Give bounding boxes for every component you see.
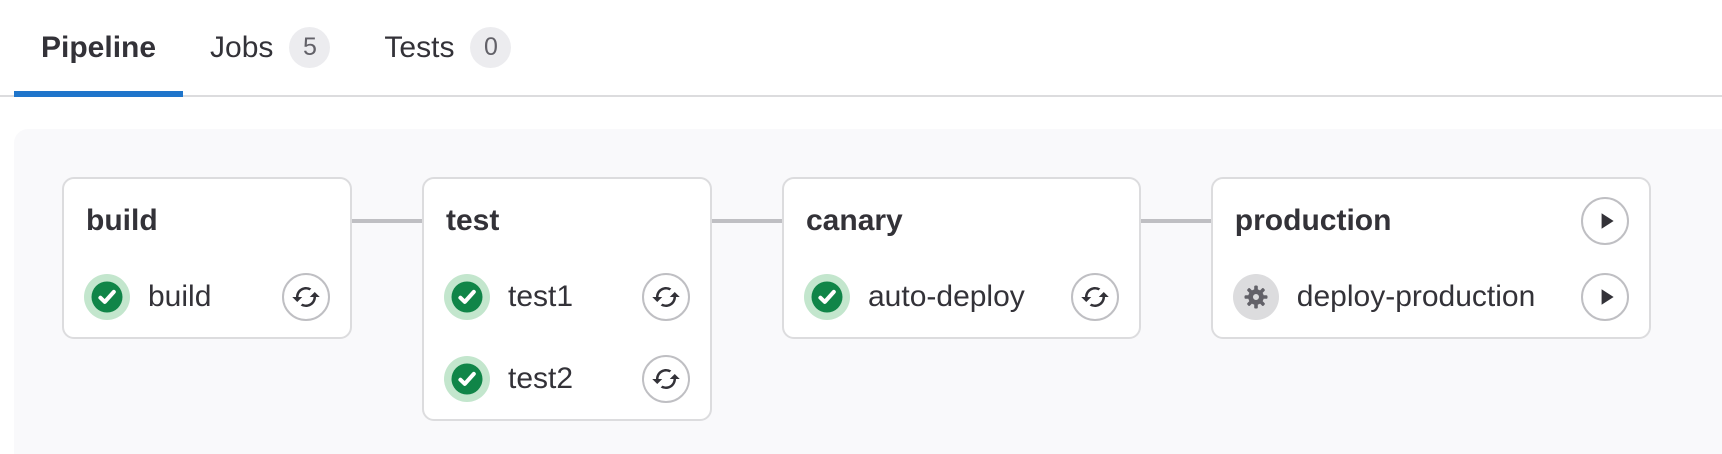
tab-count-badge: 0 (470, 27, 512, 68)
stage-card-canary: canary auto-deploy (782, 177, 1141, 339)
stage-connector-line (1140, 219, 1211, 223)
stage-connector-line (352, 219, 422, 223)
job-name[interactable]: deploy-production (1296, 280, 1536, 313)
stage-card-build: build build (62, 177, 352, 339)
job-list: deploy-production (1232, 273, 1630, 321)
pipeline-graph: build build test (14, 129, 1722, 454)
job-status-icon[interactable] (804, 274, 850, 320)
job-list: test1 test2 (444, 273, 690, 403)
job-name[interactable]: test1 (508, 280, 574, 313)
job-row: test2 (444, 355, 690, 403)
tab-label: Jobs (210, 30, 274, 64)
job-name[interactable]: auto-deploy (868, 280, 1025, 313)
retry-icon (652, 369, 680, 389)
status-success-check-icon (444, 356, 490, 402)
stage-card-production: production (1210, 177, 1652, 339)
stage-title: canary (806, 204, 903, 237)
stage-header: test (444, 193, 690, 249)
retry-job-button[interactable] (1070, 273, 1119, 321)
tab-pipeline[interactable]: Pipeline (14, 0, 184, 97)
stage-play-button[interactable] (1581, 197, 1630, 245)
tab-jobs[interactable]: Jobs 5 (183, 0, 357, 95)
job-list: build (84, 273, 330, 321)
job-status-icon[interactable] (1232, 274, 1279, 320)
retry-job-button[interactable] (282, 273, 330, 321)
status-success-check-icon (804, 274, 850, 320)
job-status-icon[interactable] (444, 356, 490, 402)
tab-count-badge: 5 (289, 27, 331, 68)
job-row: auto-deploy (804, 273, 1119, 321)
job-status-icon[interactable] (444, 274, 490, 320)
retry-icon (652, 287, 680, 307)
tab-label: Tests (384, 30, 455, 64)
play-icon (1601, 289, 1614, 305)
job-row: test1 (444, 273, 690, 321)
play-icon (1601, 213, 1614, 229)
retry-job-button[interactable] (642, 355, 690, 403)
tab-tests[interactable]: Tests 0 (357, 0, 538, 95)
stage-title: production (1234, 204, 1392, 237)
retry-icon (292, 287, 320, 307)
job-name[interactable]: test2 (508, 362, 574, 395)
tab-label: Pipeline (41, 30, 157, 64)
job-list: auto-deploy (804, 273, 1119, 321)
stage-card-test: test test1 test2 (422, 177, 712, 421)
status-manual-gear-icon (1232, 274, 1279, 320)
play-job-button[interactable] (1581, 273, 1630, 321)
stage-header: canary (804, 193, 1119, 249)
stage-title: build (86, 204, 158, 237)
retry-job-button[interactable] (642, 273, 690, 321)
stage-header: production (1233, 193, 1630, 249)
status-success-check-icon (444, 274, 490, 320)
stage-connector-line (712, 219, 782, 223)
stage-title: test (446, 204, 500, 237)
job-name[interactable]: build (148, 280, 212, 313)
stage-header: build (84, 193, 330, 249)
job-row: deploy-production (1232, 273, 1630, 321)
tab-bar: Pipeline Jobs 5 Tests 0 (0, 0, 1722, 97)
retry-icon (1081, 287, 1109, 307)
job-status-icon[interactable] (84, 274, 130, 320)
status-success-check-icon (84, 274, 130, 320)
job-row: build (84, 273, 330, 321)
